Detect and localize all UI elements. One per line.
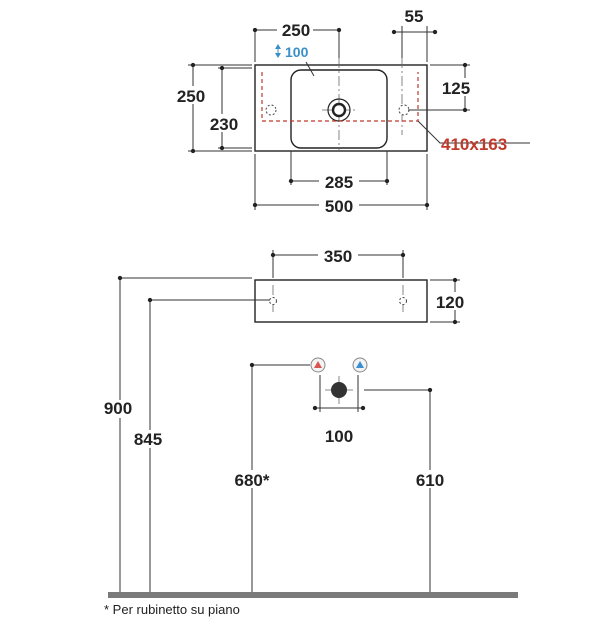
footnote: * Per rubinetto su piano — [104, 602, 240, 617]
front-hole-left — [269, 297, 277, 305]
front-view: 350 120 — [254, 246, 470, 325]
dim-610: 610 — [416, 471, 444, 490]
basin-outline-front — [254, 279, 428, 323]
cutout-outline — [261, 72, 419, 122]
top-view: 410x163 250 55 100 250 230 — [172, 7, 530, 216]
dim-125: 125 — [442, 79, 470, 98]
dim-680: 680* — [235, 471, 270, 490]
dim-845: 845 — [134, 430, 162, 449]
dim-120: 120 — [436, 293, 464, 312]
dim-100-spacing: 100 — [325, 427, 353, 446]
dim-230: 230 — [210, 115, 238, 134]
dim-250-height: 250 — [177, 87, 205, 106]
cutout-label: 410x163 — [441, 135, 507, 154]
hot-water-triangle-icon — [314, 361, 322, 368]
cutout-leader — [417, 120, 530, 144]
cold-water-triangle-icon — [356, 361, 364, 368]
floor-line — [108, 592, 518, 598]
dim-250-width: 250 — [282, 21, 310, 40]
dim-900: 900 — [104, 399, 132, 418]
fixing-hole-right — [398, 104, 410, 116]
tap-height-label: 100 — [285, 44, 309, 60]
basin-outline-top — [254, 64, 428, 152]
fixing-hole-left — [265, 104, 277, 116]
dim-500: 500 — [325, 197, 353, 216]
front-hole-right — [399, 297, 407, 305]
dim-350: 350 — [324, 247, 352, 266]
dim-285: 285 — [325, 173, 353, 192]
drain-circle-icon — [331, 382, 347, 398]
drain-icon — [331, 102, 347, 118]
up-down-arrow-icon — [275, 44, 281, 58]
wall-view: 900 845 680* 100 610 — [98, 275, 518, 598]
dim-55: 55 — [405, 7, 424, 26]
